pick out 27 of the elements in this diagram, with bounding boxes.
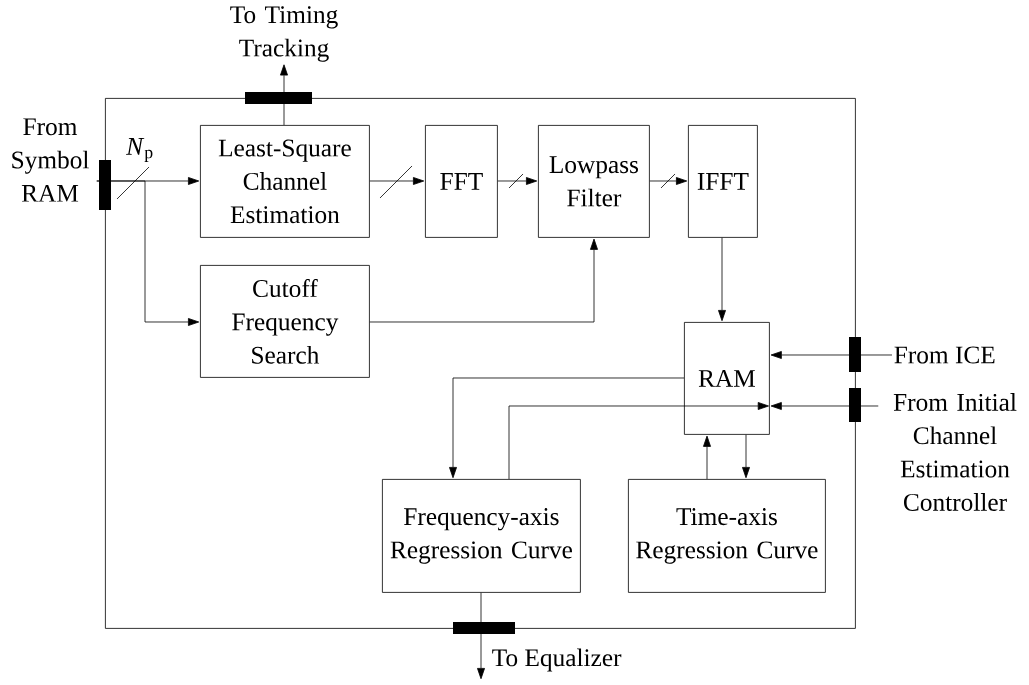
arrow [369,177,425,185]
arrow [508,402,769,480]
arrow [770,402,879,410]
port-label: From ICE [894,346,995,364]
arrow [497,177,538,185]
port-label: From Symbol RAM [12,118,89,202]
arrow [770,351,893,359]
port-label: To Timing Tracking [230,6,338,62]
process-box: FFT [425,125,498,238]
arrow [369,238,598,323]
arrow [718,237,726,322]
process-box: Lowpass Filter [538,125,650,238]
process-box: RAM [684,322,770,435]
process-box: Time-axis Regression Curve [628,479,826,593]
block-boundary [105,98,856,629]
arrow [649,177,688,185]
arrow [96,180,200,326]
edge-label: N$_{p}$ [124,136,156,164]
port-label: From Initial Channel Estimation Controller [893,393,1017,511]
arrow [449,377,685,479]
process-box: Least-Square Channel Estimation [200,125,370,238]
edge-label: To Equalizer [490,647,623,673]
arrow [703,435,711,480]
process-box: IFFT [688,125,758,238]
arrow [742,434,750,479]
process-box: Cutoff Frequency Search [200,265,370,378]
process-box: Frequency-axis Regression Curve [382,479,581,593]
